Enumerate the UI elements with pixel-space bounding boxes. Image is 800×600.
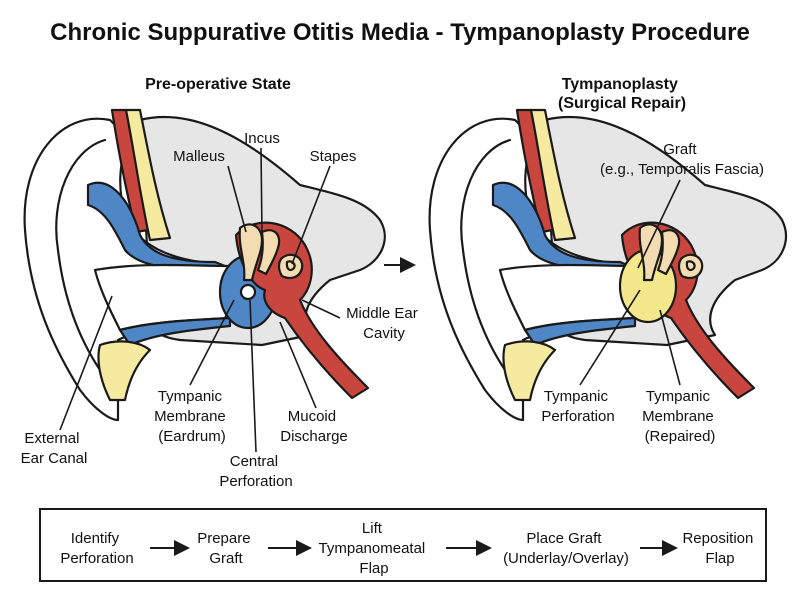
- step-5-label: Reposition Flap: [682, 530, 757, 567]
- left-incus: [256, 229, 281, 276]
- label-graft: Graft (e.g., Temporalis Fascia): [600, 141, 764, 178]
- left-panel-heading: Pre-operative State: [145, 76, 291, 93]
- left-cartilage-lower: [97, 340, 152, 402]
- right-stapes: [677, 253, 704, 279]
- right-leader-lines: [579, 179, 681, 386]
- step-3-label: Lift Tympanomeatal Flap: [319, 520, 430, 577]
- right-cartilage-band: [529, 108, 577, 242]
- right-malleus: [638, 223, 664, 282]
- left-helix-fold: [55, 138, 107, 372]
- label-tympanic-membrane-repaired: Tympanic Membrane (Repaired): [642, 388, 718, 445]
- label-stapes: Stapes: [310, 148, 357, 165]
- left-leader-lines: [59, 147, 341, 453]
- left-malleus: [238, 223, 264, 282]
- step-4-label: Place Graft (Underlay/Overlay): [503, 530, 629, 567]
- label-central-perforation: Central Perforation: [219, 453, 292, 490]
- diagram-title: Chronic Suppurative Otitis Media - Tympa…: [50, 19, 750, 46]
- step-2-label: Prepare Graft: [197, 530, 255, 567]
- left-ear-anatomy: [23, 108, 386, 422]
- label-external-ear-canal: External Ear Canal: [21, 430, 88, 467]
- label-malleus: Malleus: [173, 148, 225, 165]
- left-stapes: [277, 253, 304, 279]
- label-incus: Incus: [244, 130, 280, 147]
- label-tympanic-perforation: Tympanic Perforation: [541, 388, 614, 425]
- left-central-perforation: [239, 283, 257, 301]
- right-panel-heading: Tympanoplasty (Surgical Repair): [558, 76, 686, 112]
- step-1-label: Identify Perforation: [60, 530, 133, 567]
- left-cartilage-band: [124, 108, 172, 242]
- right-incus: [656, 229, 681, 276]
- label-tympanic-membrane: Tympanic Membrane (Eardrum): [154, 388, 230, 445]
- right-ear-anatomy: [428, 108, 787, 422]
- right-helix-fold: [460, 138, 512, 372]
- left-canal-lining-upper: [86, 181, 227, 270]
- label-mucoid-discharge: Mucoid Discharge: [280, 408, 348, 445]
- steps-box: [39, 508, 767, 582]
- right-canal-lining-lower: [523, 316, 637, 347]
- left-canal-lining-lower: [118, 316, 232, 347]
- label-middle-ear-cavity: Middle Ear Cavity: [346, 305, 422, 342]
- right-cartilage-lower: [502, 340, 557, 402]
